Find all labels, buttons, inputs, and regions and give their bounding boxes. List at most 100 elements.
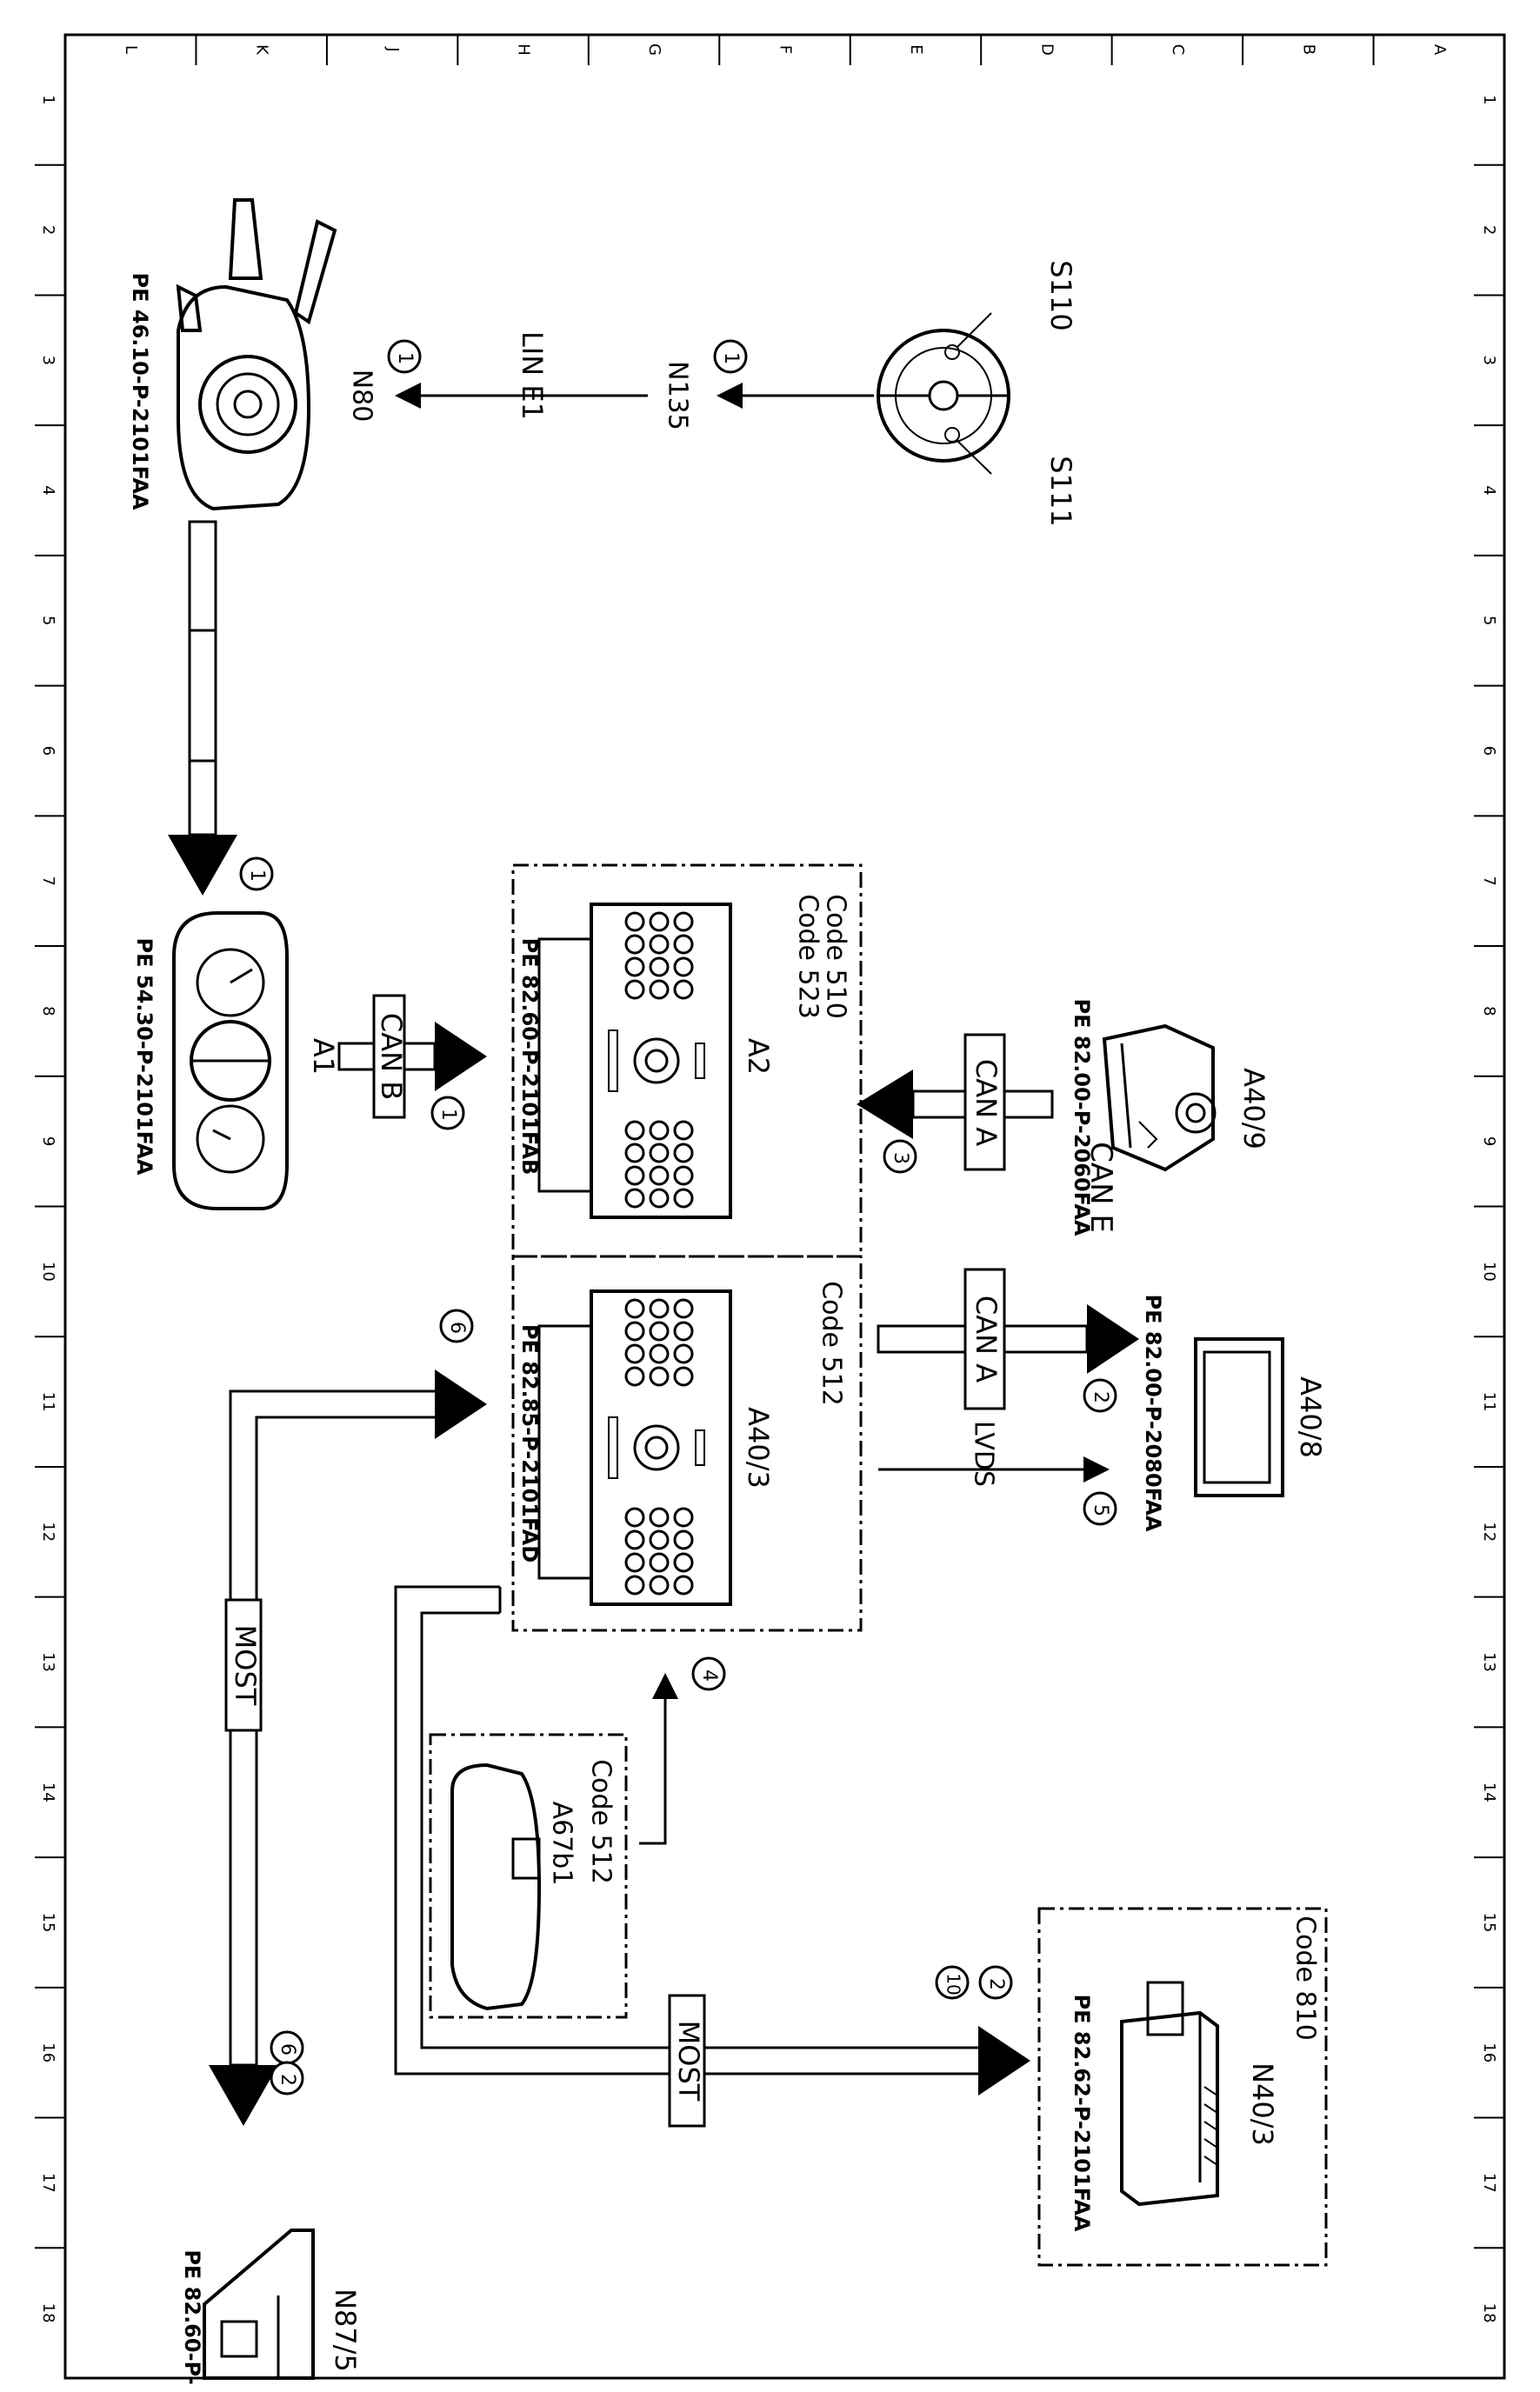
grid-row-right-6: 6 (1480, 746, 1498, 756)
marker-mirror: 4 (691, 1656, 726, 1691)
grid-col-h: H (515, 43, 533, 56)
marker-n40-a: 2 (978, 1965, 1013, 2000)
head-unit-button (673, 1321, 694, 1342)
grid-row-right-1: 1 (1480, 95, 1498, 104)
label-s110: S110 (1044, 260, 1077, 330)
head-unit-button (673, 1529, 694, 1550)
grid-row-left-12: 12 (39, 1522, 57, 1542)
bus-label-can-b: CAN B (375, 1013, 408, 1100)
head-unit-button (673, 934, 694, 955)
grid-row-left-9: 9 (39, 1136, 57, 1146)
bus-can-a-in (857, 1069, 1054, 1139)
bus-label-can-a-in-box (963, 1033, 1006, 1171)
head-unit-a2-picture (537, 903, 732, 1219)
head-unit-button (649, 911, 670, 932)
grid-row-right-7: 7 (1480, 876, 1498, 885)
bus-can-a-out (877, 1304, 1139, 1374)
marker-most-in: 6 (439, 1309, 474, 1343)
marker-lvds: 5 (1083, 1491, 1117, 1526)
box-code-512 (511, 1255, 863, 1632)
svg-text:5: 5 (1090, 1504, 1111, 1516)
bus-label-can-a-out-box (963, 1268, 1006, 1410)
a40-8-display-picture (1194, 1337, 1284, 1497)
marker-can-a-in: 3 (883, 1139, 917, 1174)
head-unit-button (649, 1120, 670, 1141)
label-a40-8: A40/8 (1294, 1376, 1327, 1458)
head-unit-button (624, 1552, 645, 1573)
head-unit-button (673, 1120, 694, 1141)
head-unit-button (649, 1366, 670, 1387)
bus-label-most-left-box (224, 1598, 263, 1732)
head-unit-button (673, 1165, 694, 1186)
label-a67b1: A67b1 (547, 1802, 577, 1886)
head-unit-button (673, 979, 694, 1000)
head-unit-button (673, 1366, 694, 1387)
link-mirror (639, 1673, 678, 1845)
head-unit-button (649, 1552, 670, 1573)
label-n80: N80 (347, 370, 377, 423)
grid-col-f: F (777, 45, 795, 54)
head-unit-button (673, 1298, 694, 1319)
label-code-512-main: Code 512 (817, 1281, 847, 1406)
a40-9-picture (1102, 1023, 1217, 1172)
grid-row-right-13: 13 (1480, 1652, 1498, 1672)
marker-most-b: 2 (270, 2061, 304, 2095)
grid-row-left-4: 4 (39, 485, 57, 495)
head-unit-button (649, 1143, 670, 1163)
n87-5-picture (203, 2229, 315, 2380)
label-n87-5: N87/5 (329, 2289, 362, 2372)
grid-col-k: K (253, 44, 271, 56)
grid-row-left-7: 7 (39, 876, 57, 885)
grid-row-right-17: 17 (1480, 2173, 1498, 2193)
grid-col-c: C (1169, 44, 1187, 56)
grid-row-right-14: 14 (1480, 1782, 1498, 1802)
svg-text:1: 1 (246, 870, 268, 882)
ref-a40-3: PE 82.85-P-2101FAD (517, 1324, 542, 1562)
bus-label-can-b-box (372, 994, 406, 1119)
head-unit-button (624, 1507, 645, 1528)
bus-label-can-e-box (188, 629, 217, 763)
grid-row-left-2: 2 (39, 225, 57, 235)
head-unit-button (624, 1298, 645, 1319)
label-s111: S111 (1044, 456, 1077, 526)
head-unit-button (624, 979, 645, 1000)
grid-row-right-12: 12 (1480, 1522, 1498, 1542)
ref-n80: PE 46.10-P-2101FAA (128, 273, 152, 510)
frame-border (63, 33, 1506, 2380)
label-code-810: Code 810 (1290, 1916, 1321, 2041)
svg-text:1: 1 (394, 352, 416, 364)
svg-text:2: 2 (277, 2074, 298, 2086)
head-unit-button (649, 1529, 670, 1550)
svg-text:1: 1 (720, 352, 742, 364)
svg-text:3: 3 (890, 1152, 911, 1164)
ref-a40-9: PE 82.00-P-2060FAA (1070, 999, 1094, 1236)
grid-row-right-11: 11 (1480, 1392, 1498, 1412)
grid-col-g: G (645, 43, 663, 56)
grid-row-left-15: 15 (39, 1913, 57, 1933)
steering-wheel-picture (877, 312, 1010, 475)
head-unit-button (673, 1575, 694, 1596)
label-n40-3: N40/3 (1246, 2062, 1279, 2146)
svg-text:2: 2 (985, 1978, 1007, 1990)
svg-text:6: 6 (446, 1322, 468, 1334)
grid-row-right-5: 5 (1480, 616, 1498, 625)
head-unit-button (649, 1343, 670, 1364)
head-unit-button (649, 956, 670, 977)
head-unit-button (649, 1165, 670, 1186)
head-unit-button (649, 1507, 670, 1528)
head-unit-button (624, 1165, 645, 1186)
grid-row-left-16: 16 (39, 2042, 57, 2062)
grid-col-b: B (1299, 44, 1317, 55)
bus-label-lin-e1: LIN E1 (516, 331, 549, 420)
grid-row-right-3: 3 (1480, 356, 1498, 365)
grid-row-left-11: 11 (39, 1392, 57, 1412)
bus-label-can-a-in: CAN A (970, 1059, 1003, 1146)
head-unit-button (673, 956, 694, 977)
box-code-810 (1037, 1907, 1328, 2267)
grid-row-right-18: 18 (1480, 2303, 1498, 2323)
head-unit-button (624, 1366, 645, 1387)
head-unit-button (624, 1575, 645, 1596)
